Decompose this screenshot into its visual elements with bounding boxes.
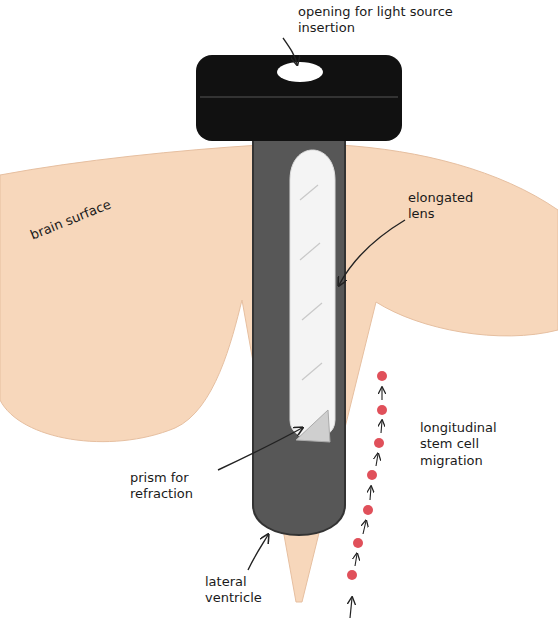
stem-cells	[347, 371, 387, 580]
callout-label: elongated lens	[408, 190, 488, 223]
prism	[296, 410, 330, 442]
callout-label: longitudinal stem cell migration	[420, 420, 520, 469]
probe-cap	[196, 55, 402, 141]
light-opening	[277, 62, 323, 82]
elongated-lens	[290, 150, 335, 439]
callout-label: prism for refraction	[130, 470, 230, 503]
probe-shaft	[253, 110, 345, 535]
callout-label: opening for light source insertion	[298, 4, 468, 37]
callout-label: lateral ventricle	[205, 574, 285, 607]
